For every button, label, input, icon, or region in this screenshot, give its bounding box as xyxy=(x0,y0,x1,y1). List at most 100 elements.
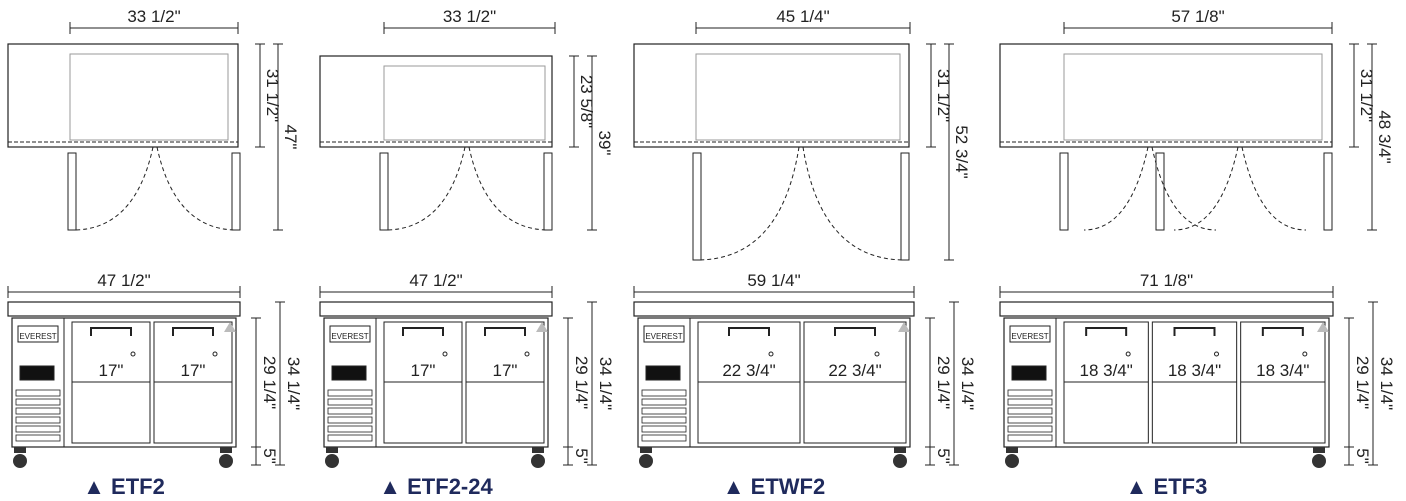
vent-grille xyxy=(327,425,373,433)
glass-lid xyxy=(69,53,229,141)
front-caster-dimension: 5" xyxy=(563,446,591,466)
door-1: 17" xyxy=(383,321,463,444)
front-cabinet-dimension: 29 1/4" xyxy=(1344,317,1372,448)
dimension-label: 31 1/2" xyxy=(263,69,282,122)
door-swing-arc xyxy=(1173,146,1239,231)
caster-wheel xyxy=(13,454,27,468)
dimension-label: 71 1/8" xyxy=(1140,271,1193,290)
caster-mount xyxy=(894,447,906,453)
top-view: 33 1/2" 23 5/8"39" xyxy=(319,7,614,231)
top-outline xyxy=(7,43,239,148)
dimension-label: 31 1/2" xyxy=(1357,69,1376,122)
vent-grille xyxy=(641,389,687,397)
caster-wheel xyxy=(219,454,233,468)
dimension-label: 5" xyxy=(572,448,591,464)
door-width-label: 17" xyxy=(99,361,124,380)
door-width-label: 22 3/4" xyxy=(828,361,881,380)
vent-grille xyxy=(15,434,61,442)
vent-grille xyxy=(641,434,687,442)
dimension-label: 47" xyxy=(281,125,300,150)
caster-wheel xyxy=(893,454,907,468)
front-caster-dimension: 5" xyxy=(925,446,953,466)
dimension-label: 57 1/8" xyxy=(1171,7,1224,26)
model-title: ▲ ETF2-24 xyxy=(379,474,493,499)
brand-plate xyxy=(17,325,59,343)
leg xyxy=(379,152,389,231)
top-total-dimension: 52 3/4" xyxy=(944,43,971,261)
counter-top xyxy=(633,301,915,317)
dimension-label: 52 3/4" xyxy=(952,125,971,178)
top-depth-dimension: 31 1/2" xyxy=(255,43,282,148)
door-width-label: 17" xyxy=(411,361,436,380)
door-2: 22 3/4" xyxy=(803,321,907,444)
caster-wheel xyxy=(531,454,545,468)
top-outline xyxy=(999,43,1333,148)
door-lock xyxy=(874,351,880,357)
top-total-dimension: 39" xyxy=(587,55,614,231)
top-view: 33 1/2"31 1/2"47" xyxy=(7,7,300,231)
dimension-label: 29 1/4" xyxy=(1353,356,1372,409)
caster-wheel xyxy=(325,454,339,468)
warning-triangle-icon xyxy=(898,322,910,332)
dimension-label: 45 1/4" xyxy=(776,7,829,26)
leg xyxy=(692,152,702,261)
front-height-dimension: 34 1/4" xyxy=(949,301,977,466)
dimension-label: 23 5/8" xyxy=(577,75,596,128)
vent-grille xyxy=(1007,398,1053,406)
door-lock xyxy=(1302,351,1308,357)
control-display xyxy=(1011,365,1047,381)
vent-grille xyxy=(15,425,61,433)
leg xyxy=(1323,152,1333,231)
door-lock xyxy=(524,351,530,357)
caster-wheel-icon xyxy=(1005,447,1019,468)
door-width-label: 18 3/4" xyxy=(1080,361,1133,380)
vent-grille xyxy=(327,407,373,415)
front-height-dimension: 34 1/4" xyxy=(1368,301,1396,466)
door-1: 17" xyxy=(71,321,151,444)
dimension-label: 47 1/2" xyxy=(97,271,150,290)
caster-wheel xyxy=(1312,454,1326,468)
warning-triangle-icon xyxy=(1317,322,1329,332)
top-width-dimension: 33 1/2" xyxy=(383,7,556,34)
caster-wheel-icon xyxy=(219,447,233,468)
vent-grille xyxy=(641,416,687,424)
dimension-label: 5" xyxy=(260,448,279,464)
brand-plate xyxy=(1009,325,1051,343)
dimension-label: 34 1/4" xyxy=(284,357,303,410)
dimension-label: 47 1/2" xyxy=(409,271,462,290)
door-handle xyxy=(1085,327,1128,336)
vent-grille xyxy=(15,389,61,397)
front-width-dimension: 71 1/8" xyxy=(999,271,1334,298)
door-2: 17" xyxy=(153,321,233,444)
top-width-dimension: 57 1/8" xyxy=(1063,7,1333,34)
front-cabinet-dimension: 29 1/4" xyxy=(925,317,953,448)
leg xyxy=(543,152,553,231)
caster-mount xyxy=(1313,447,1325,453)
door-handle xyxy=(90,327,132,336)
caster-wheel-icon xyxy=(13,447,27,468)
top-depth-dimension: 31 1/2" xyxy=(926,43,953,148)
model-title: ▲ ETF2 xyxy=(83,474,165,499)
door-width-label: 22 3/4" xyxy=(722,361,775,380)
leg xyxy=(1155,152,1165,231)
vent-grille xyxy=(1007,434,1053,442)
vent-grille xyxy=(15,407,61,415)
dimension-label: 48 3/4" xyxy=(1375,110,1394,163)
door-swing-arc xyxy=(468,146,550,231)
brand-plate-text: EVEREST xyxy=(19,332,56,341)
door-swing-arc xyxy=(1241,146,1307,231)
model-title: ▲ ETWF2 xyxy=(723,474,825,499)
door-handle xyxy=(402,327,444,336)
dimension-label: 34 1/4" xyxy=(596,357,615,410)
door-handle xyxy=(172,327,214,336)
caster-mount xyxy=(640,447,652,453)
dimension-label: 29 1/4" xyxy=(572,356,591,409)
vent-grille xyxy=(327,434,373,442)
brand-plate-text: EVEREST xyxy=(1011,332,1048,341)
model-etf3: 57 1/8" 31 1/2"48 3/4" 71 1/8" EVEREST 18 3/… xyxy=(999,7,1396,499)
vent-grille xyxy=(641,398,687,406)
